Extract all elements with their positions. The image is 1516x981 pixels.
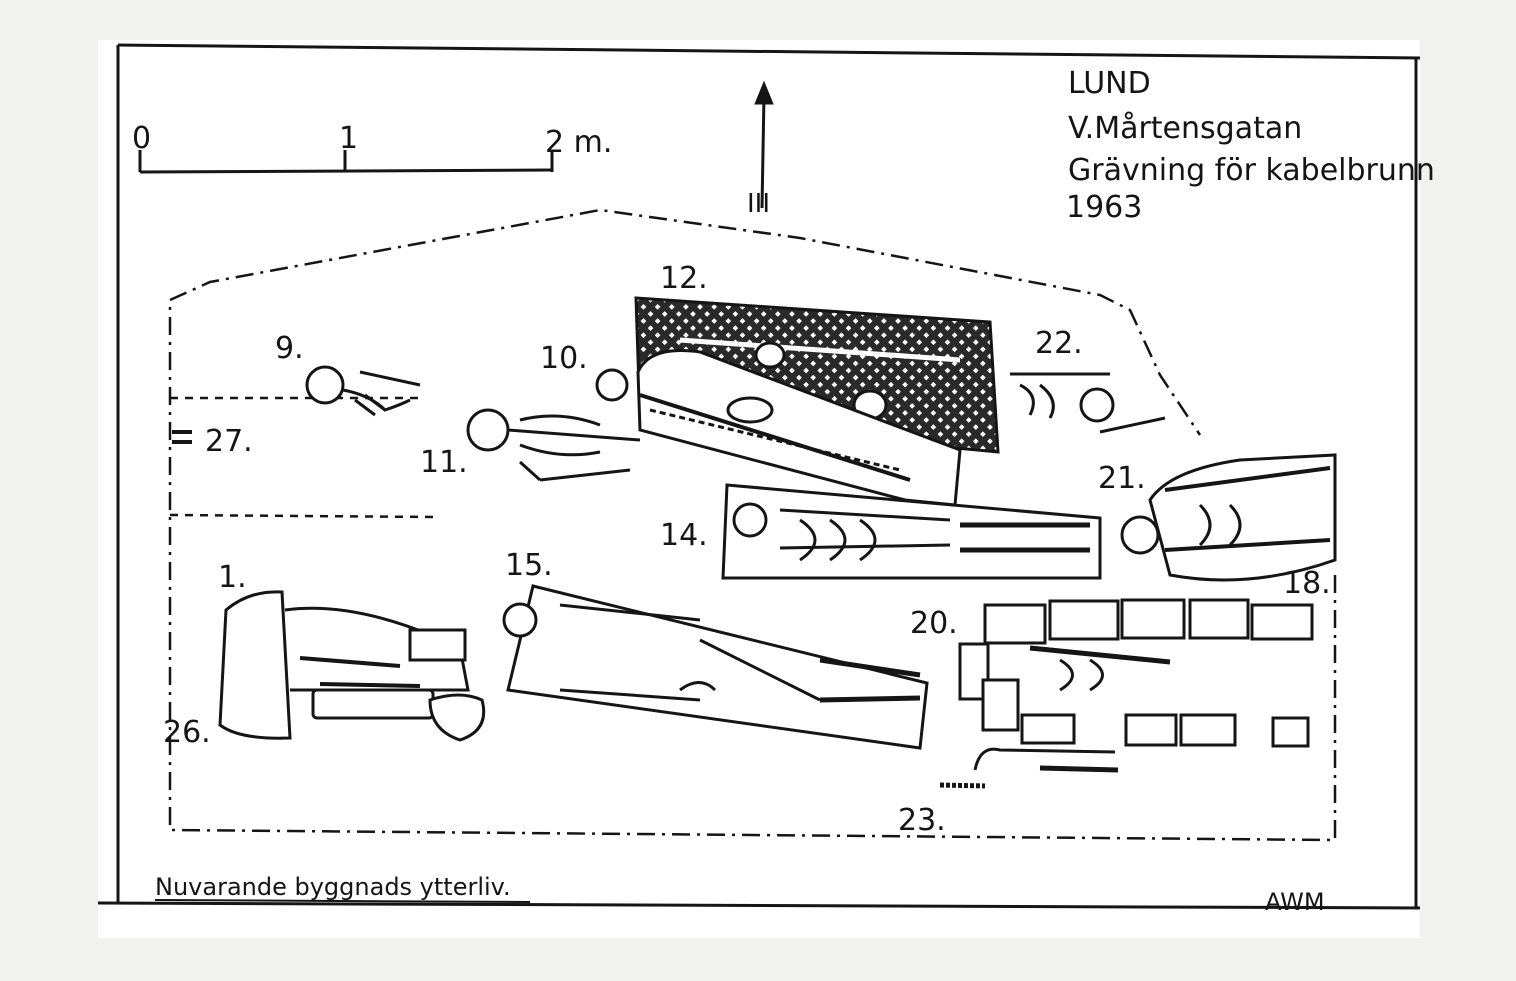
grave-label-20: 20. [910, 606, 958, 641]
scale-tick-2: 2 m. [545, 125, 612, 160]
grave-label-18: 18. [1283, 566, 1331, 601]
scale-tick-1: 1 [339, 121, 358, 156]
grave-14 [721, 483, 1102, 580]
title-street: V.Mårtensgatan [1068, 111, 1302, 146]
grave-label-11: 11. [420, 445, 468, 480]
building-line-underline [154, 899, 531, 903]
plan-frame [97, 43, 1421, 910]
grave-22 [1010, 372, 1166, 434]
grave-21 [1120, 453, 1337, 582]
scale-tick-0: 0 [132, 121, 151, 156]
grave-label-23: 23. [898, 803, 946, 838]
north-arrow-label: III [747, 189, 770, 219]
scale-bar [138, 150, 554, 174]
grave-label-12: 12. [660, 261, 708, 296]
grave-20 [958, 598, 1314, 748]
grave-23 [939, 747, 1119, 789]
grave-11 [466, 408, 641, 482]
title-purpose: Grävning för kabelbrunn [1068, 153, 1435, 188]
north-arrow-icon [754, 80, 774, 209]
grave-label-27: 27. [205, 424, 253, 459]
grave-label-26: 26. [163, 715, 211, 750]
grave-label-9: 9. [275, 331, 304, 366]
title-city: LUND [1068, 66, 1151, 101]
grave-label-15: 15. [505, 548, 553, 583]
grave-1 [218, 590, 486, 742]
grave-27 [172, 430, 192, 444]
drafter-initials: AWM [1265, 888, 1325, 916]
grave-label-1: 1. [218, 560, 247, 595]
grave-label-14: 14. [660, 518, 708, 553]
grave-label-22: 22. [1035, 326, 1083, 361]
title-year: 1963 [1066, 190, 1142, 225]
excavation-boundary [168, 208, 1337, 842]
grave-label-21: 21. [1098, 461, 1146, 496]
building-line-note: Nuvarande byggnads ytterliv. [155, 873, 511, 901]
grave-label-10: 10. [540, 341, 588, 376]
grave-15 [502, 584, 929, 750]
grave-9 [305, 365, 421, 417]
